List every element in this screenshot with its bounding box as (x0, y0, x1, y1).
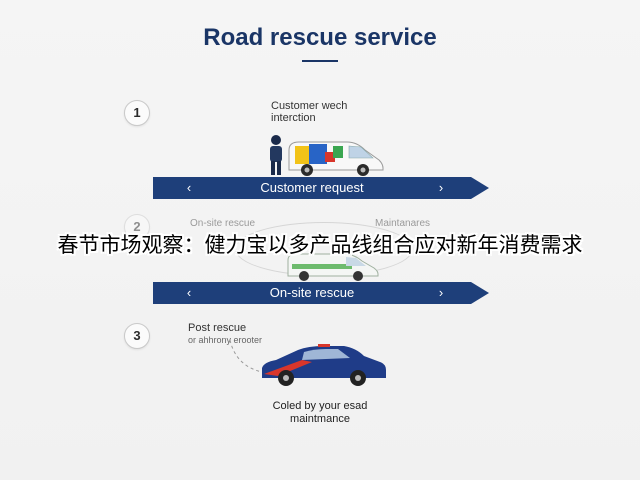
step-1-note-line-2: interction (271, 112, 316, 124)
title-underline (302, 60, 338, 62)
page-title: Road rescue service (203, 24, 437, 51)
van2-wheel-rear (299, 271, 309, 281)
person-icon (270, 135, 282, 175)
chevron-right-icon: › (438, 180, 444, 195)
headline-overlay: 春节市场观察：健力宝以多产品线组合应对新年消费需求 (57, 233, 583, 257)
chevron-right-icon: › (438, 285, 444, 300)
van-decal-red (325, 152, 335, 162)
step-3-note-line-1: Post rescue (188, 322, 247, 334)
van-decal-yellow (295, 146, 311, 164)
banner-label: Customer request (260, 180, 364, 195)
car-body (262, 346, 386, 378)
chevron-left-icon: ‹ (186, 285, 192, 300)
step-3-number: 3 (124, 323, 150, 349)
step-3-caption-line-1: Coled by your esad (272, 400, 368, 412)
person-head (271, 135, 281, 145)
car-red-stripe (264, 360, 312, 376)
banner-customer-request: ‹ Customer request › (153, 177, 489, 199)
step-2-number: 2 (124, 214, 150, 240)
step-1-number: 1 (124, 100, 150, 126)
van2-window (346, 257, 366, 266)
rescue-car-icon (262, 344, 386, 386)
person-leg-right (277, 161, 281, 175)
chevron-left-icon: ‹ (186, 180, 192, 195)
step-3-caption: Coled by your esad maintmance (0, 400, 640, 426)
rescue-van-icon (288, 141, 384, 176)
person-body (270, 146, 282, 162)
person-leg-left (271, 161, 275, 175)
dashed-pointer (229, 339, 263, 373)
step-2-note-right: Maintanares (375, 218, 431, 229)
car-light-bar (318, 344, 330, 347)
step-3-note: Post rescue or ahhrony erooter (188, 322, 262, 346)
step-2-note-left: On-site rescue (190, 218, 256, 229)
van-decal-blue (309, 144, 327, 164)
step-1-note: Customer wech interction (271, 100, 347, 124)
van2-stripe (292, 264, 352, 269)
step-3-note-line-2: or ahhrony erooter (188, 335, 263, 345)
step-1-note-line-1: Customer wech (271, 100, 348, 112)
banner-on-site-rescue: ‹ On-site rescue › (153, 282, 489, 304)
van2-wheel-front (353, 271, 363, 281)
service-van-icon (287, 253, 379, 281)
van-window (348, 145, 374, 159)
banner-label: On-site rescue (269, 285, 355, 300)
car-window (302, 349, 350, 360)
step-3-caption-line-2: maintmance (290, 413, 350, 425)
van-decal-green (333, 146, 343, 158)
